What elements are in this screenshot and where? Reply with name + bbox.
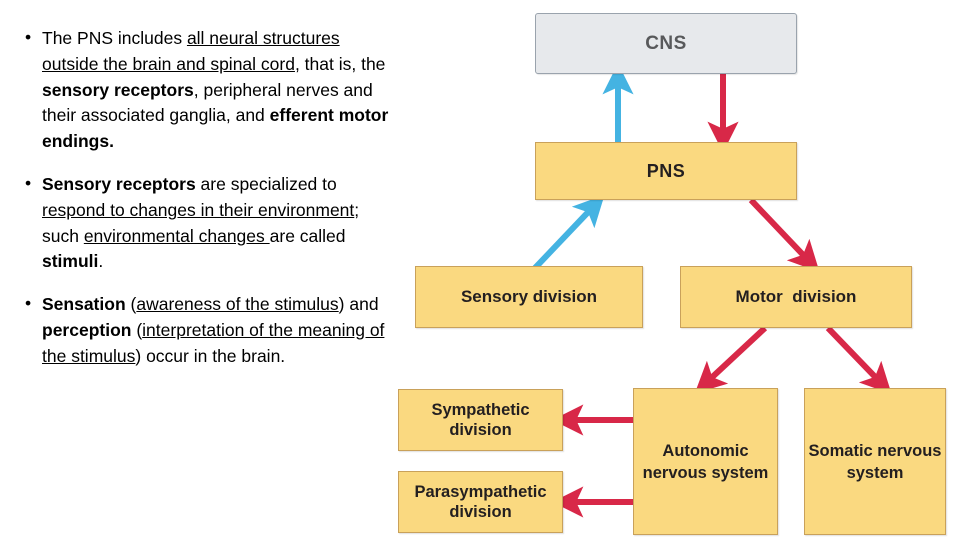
arrow-sensory-to-pns [532, 194, 605, 271]
diagram-box-pns[interactable]: PNS [535, 142, 797, 200]
bullet-marker: • [25, 293, 32, 314]
slide-text-panel: • The PNS includes all neural structures… [0, 0, 400, 540]
bullet-item: • Sensory receptors are specialized to r… [16, 172, 390, 275]
diagram-box-parasympathetic-division-label: Parasympathetic division [414, 483, 547, 521]
bullet-item: • Sensation (awareness of the stimulus) … [16, 292, 390, 369]
bullet-text: Sensory receptors are specialized to res… [42, 173, 360, 272]
bullet-marker: • [25, 27, 32, 47]
bullet-text: The PNS includes all neural structures o… [42, 28, 389, 152]
bullet-marker: • [25, 172, 32, 193]
diagram-box-sympathetic-division[interactable]: Sympathetic division [398, 389, 563, 451]
diagram-box-motor-division[interactable]: Motor division [680, 266, 912, 328]
nervous-system-flow-diagram: CNS PNS Sensory division Motor division … [380, 0, 960, 540]
diagram-box-parasympathetic-division[interactable]: Parasympathetic division [398, 471, 563, 533]
diagram-arrows-layer [532, 63, 892, 518]
diagram-box-cns[interactable]: CNS [535, 13, 797, 74]
diagram-box-sensory-division-label: Sensory division [460, 287, 598, 306]
diagram-box-sensory-division[interactable]: Sensory division [415, 266, 643, 328]
diagram-box-somatic-nervous-system[interactable]: Somatic nervous system [804, 388, 946, 535]
diagram-box-somatic-nervous-system-label: Somatic nervous system [808, 441, 942, 482]
diagram-box-sympathetic-division-label: Sympathetic division [431, 401, 530, 439]
bullet-item: • The PNS includes all neural structures… [16, 26, 390, 155]
diagram-box-motor-division-label: Motor division [735, 287, 857, 306]
diagram-box-pns-label: PNS [646, 160, 686, 181]
diagram-box-autonomic-nervous-system-label: Autonomic nervous system [642, 441, 769, 482]
arrow-motor-to-autonomic [694, 325, 768, 394]
diagram-box-autonomic-nervous-system[interactable]: Autonomic nervous system [633, 388, 778, 535]
arrow-motor-to-somatic [825, 325, 892, 395]
bullet-text: Sensation (awareness of the stimulus) an… [42, 294, 385, 366]
diagram-box-cns-label: CNS [645, 32, 687, 54]
arrow-pns-to-motor [748, 197, 820, 273]
